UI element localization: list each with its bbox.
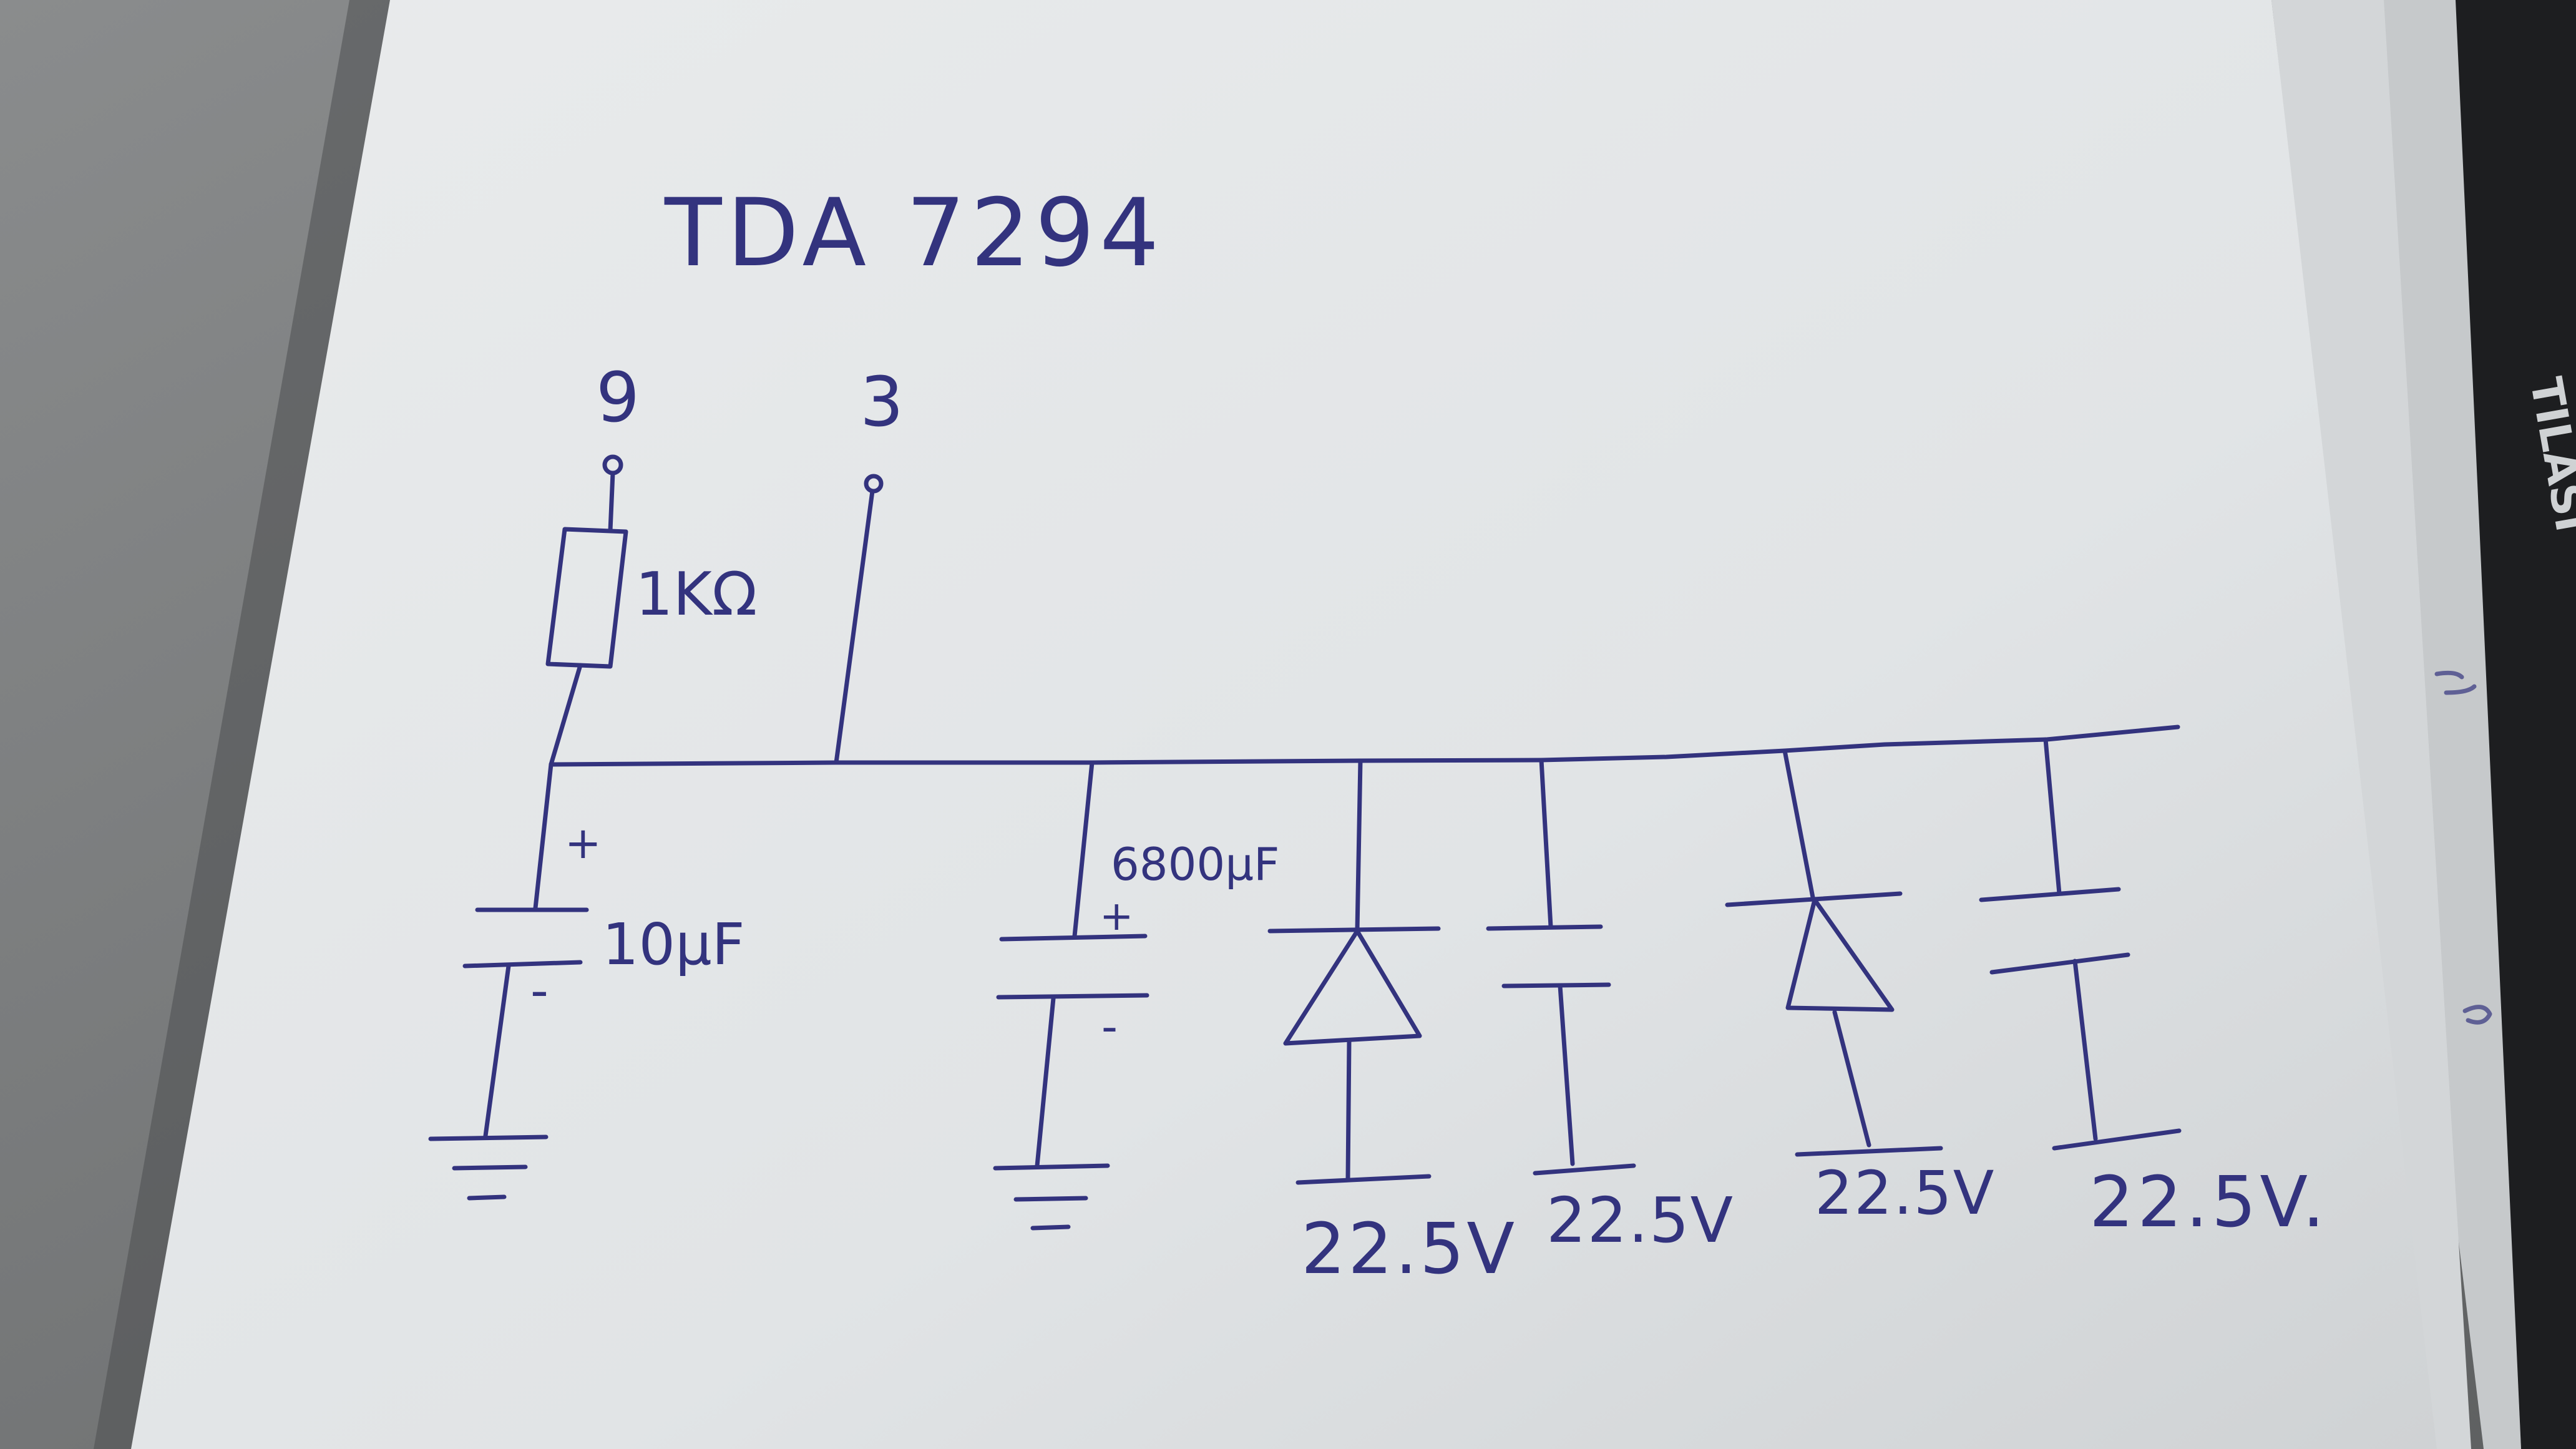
diode-1-supply-bar <box>1295 1174 1432 1185</box>
diode-1-top-lead <box>1355 758 1363 932</box>
diode-1-triangle <box>1283 929 1422 1046</box>
cap-small-label: 10μF <box>602 911 745 978</box>
diode-2-triangle <box>1785 897 1895 1012</box>
voltage-label-1: 22.5V <box>1301 1209 1517 1290</box>
edge-object <box>2452 0 2576 1449</box>
resistor-lower-lead <box>549 663 583 767</box>
cap-3-plate-bottom <box>1501 982 1611 988</box>
cap-big-lower-lead <box>1035 996 1056 1168</box>
cap-5-lower-lead <box>2072 959 2098 1141</box>
schematic: TDA 7294 9 3 1KΩ + 10μF - 6800μF + <box>428 179 2328 1290</box>
diode-2-supply-bar <box>1795 1146 1943 1157</box>
cap-big-top-lead <box>1072 760 1095 939</box>
ground-mid-bar-2 <box>1013 1196 1088 1202</box>
cap-small-plate-bottom <box>462 960 583 968</box>
voltage-label-4: 22.5V. <box>2089 1162 2328 1243</box>
main-bus-wire <box>549 724 2180 767</box>
pin-right-lead <box>834 489 875 765</box>
diode-1-lower-lead <box>1345 1038 1352 1181</box>
cap-5-plate-bottom <box>1989 952 2130 975</box>
resistor-label: 1KΩ <box>635 560 757 629</box>
resistor-body <box>545 527 628 669</box>
cap-5-top-lead <box>2043 737 2062 896</box>
cap-small-lower-lead <box>483 964 511 1138</box>
voltage-label-2: 22.5V <box>1546 1184 1734 1257</box>
cap-5-supply-bar <box>2052 1128 2182 1151</box>
cap-3-top-lead <box>1539 758 1553 929</box>
pin-label-right: 3 <box>860 362 904 442</box>
cap-big-plate-top <box>999 934 1148 942</box>
ground-left-bar-1 <box>428 1134 549 1141</box>
diagram-title: TDA 7294 <box>664 179 1164 288</box>
cap-3-plate-top <box>1486 924 1603 931</box>
ground-left-bar-3 <box>467 1194 507 1201</box>
ground-mid-bar-3 <box>1030 1224 1071 1231</box>
ground-mid-bar-1 <box>993 1163 1110 1171</box>
cap-small-top-lead <box>533 762 554 910</box>
cap-small-plus: + <box>565 817 602 869</box>
diode-2-top-lead <box>1782 748 1815 900</box>
cap-3-supply-bar <box>1533 1163 1636 1176</box>
cap-big-plate-bottom <box>996 993 1149 1000</box>
cap-big-plus: + <box>1100 893 1133 940</box>
cap-big-label: 6800μF <box>1111 838 1279 890</box>
diode-2-lower-lead <box>1832 1010 1871 1148</box>
edge-scribbles <box>2434 670 2492 1025</box>
paper-sheet-middle <box>2271 0 2471 1449</box>
cap-5-plate-top <box>1979 887 2121 902</box>
cap-big-minus: - <box>1101 1000 1118 1053</box>
ground-left-bar-2 <box>452 1164 528 1171</box>
cap-small-minus: - <box>530 962 549 1020</box>
paper-sheet <box>131 0 2437 1449</box>
pin-label-left: 9 <box>596 358 640 437</box>
cap-3-lower-lead <box>1558 983 1575 1166</box>
pin-left-lead <box>608 471 615 533</box>
diode-1-bar <box>1267 926 1441 934</box>
voltage-label-3: 22.5V <box>1815 1158 1995 1228</box>
